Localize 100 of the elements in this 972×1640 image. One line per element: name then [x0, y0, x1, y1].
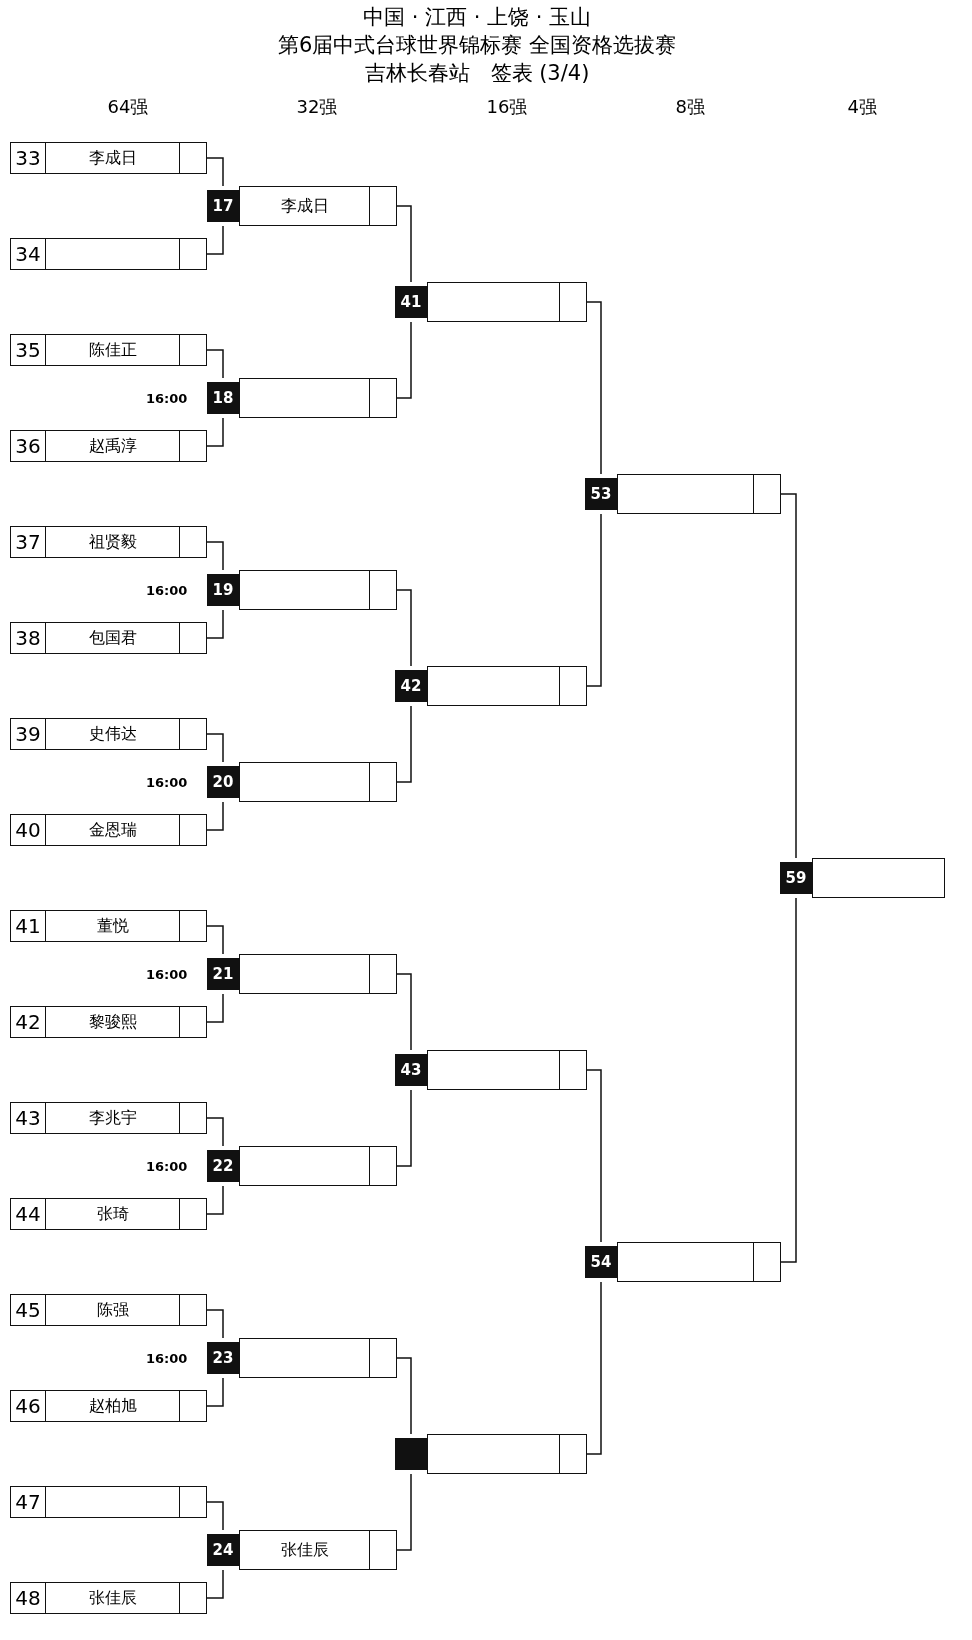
bracket-line	[396, 321, 412, 399]
bracket-line	[206, 993, 224, 1023]
bracket-line	[586, 1281, 602, 1455]
match-slot	[207, 1146, 397, 1186]
bracket-line	[206, 225, 224, 255]
seed-number: 40	[15, 818, 41, 842]
bracket-line	[396, 1473, 412, 1551]
player-name: 赵禹淳	[88, 435, 137, 457]
bracket-line	[206, 801, 224, 831]
match-time: 16:00	[146, 1350, 188, 1366]
bracket-line	[206, 1185, 224, 1215]
player-name: 金恩瑞	[88, 819, 137, 841]
seed-number: 38	[15, 626, 41, 650]
player-slot	[10, 1102, 207, 1134]
seed-number: 48	[15, 1586, 41, 1610]
bracket-line	[206, 157, 224, 187]
seed-number: 36	[15, 434, 41, 458]
player-slot	[10, 430, 207, 462]
match-slot	[395, 666, 587, 706]
match-number: 59	[785, 869, 807, 887]
match-slot	[207, 1530, 397, 1570]
bracket-line	[206, 733, 224, 763]
match-number: 18	[212, 389, 234, 407]
seed-number: 44	[15, 1202, 41, 1226]
bracket-line	[396, 705, 412, 783]
player-name: 张琦	[96, 1203, 129, 1225]
match-slot	[585, 474, 781, 514]
round-header: 16强	[486, 95, 528, 119]
bracket-line	[396, 589, 412, 667]
player-slot	[10, 334, 207, 366]
player-name: 包国君	[88, 627, 137, 649]
seed-number: 34	[15, 242, 41, 266]
seed-number: 37	[15, 530, 41, 554]
player-name: 史伟达	[88, 723, 137, 745]
bracket-line	[206, 417, 224, 447]
player-name: 张佳辰	[280, 1539, 329, 1561]
match-time: 16:00	[146, 774, 188, 790]
match-slot	[395, 282, 587, 322]
player-slot	[10, 622, 207, 654]
match-time: 16:00	[146, 966, 188, 982]
round-header: 32强	[296, 95, 338, 119]
match-number: 42	[400, 677, 422, 695]
player-slot	[10, 142, 207, 174]
player-name: 李成日	[88, 147, 137, 169]
bracket-line	[206, 1117, 224, 1147]
seed-number: 39	[15, 722, 41, 746]
seed-number: 35	[15, 338, 41, 362]
match-number: 53	[590, 485, 612, 503]
match-number: 43	[400, 1061, 422, 1079]
player-slot	[10, 910, 207, 942]
bracket-line	[206, 541, 224, 571]
player-slot	[10, 526, 207, 558]
match-number: 54	[590, 1253, 612, 1271]
player-name: 祖贤毅	[88, 531, 137, 553]
player-name: 陈强	[96, 1299, 129, 1321]
match-time: 16:00	[146, 1158, 188, 1174]
match-number: 17	[212, 197, 234, 215]
seed-number: 33	[15, 146, 41, 170]
bracket-line	[206, 349, 224, 379]
player-name: 董悦	[96, 915, 129, 937]
player-name: 黎骏熙	[88, 1011, 137, 1033]
subtitle-text: 中国 · 江西 · 上饶 · 玉山	[363, 4, 592, 31]
seed-number: 42	[15, 1010, 41, 1034]
bracket-line	[206, 1501, 224, 1531]
player-slot	[10, 718, 207, 750]
round-header: 4强	[847, 95, 877, 119]
bracket-line	[396, 205, 412, 283]
match-number: 20	[212, 773, 234, 791]
bracket-line	[206, 1569, 224, 1599]
player-slot	[10, 238, 207, 270]
subtitle-text: 吉林长春站 签表 (3/4)	[364, 60, 590, 87]
bracket-line	[586, 301, 602, 475]
player-name: 陈佳正	[88, 339, 137, 361]
bracket-line	[206, 925, 224, 955]
match-time: 16:00	[146, 390, 188, 406]
match-slot	[207, 378, 397, 418]
round-header: 8强	[675, 95, 705, 119]
match-slot	[207, 954, 397, 994]
seed-number: 47	[15, 1490, 41, 1514]
bracket-line	[396, 1357, 412, 1435]
match-slot	[207, 762, 397, 802]
player-slot	[10, 1294, 207, 1326]
bracket-line	[206, 609, 224, 639]
player-slot	[10, 1390, 207, 1422]
match-slot	[780, 858, 945, 898]
match-number: 19	[212, 581, 234, 599]
bracket-line	[206, 1309, 224, 1339]
match-slot	[207, 1338, 397, 1378]
player-name: 张佳辰	[88, 1587, 137, 1609]
match-time: 16:00	[146, 582, 188, 598]
match-slot	[395, 1434, 587, 1474]
bracket-line	[780, 897, 797, 1263]
match-slot	[207, 186, 397, 226]
match-number: 23	[212, 1349, 234, 1367]
bracket-line	[586, 513, 602, 687]
player-name: 李兆宇	[88, 1107, 137, 1129]
bracket-line	[396, 1089, 412, 1167]
match-slot	[585, 1242, 781, 1282]
player-slot	[10, 1006, 207, 1038]
seed-number: 45	[15, 1298, 41, 1322]
